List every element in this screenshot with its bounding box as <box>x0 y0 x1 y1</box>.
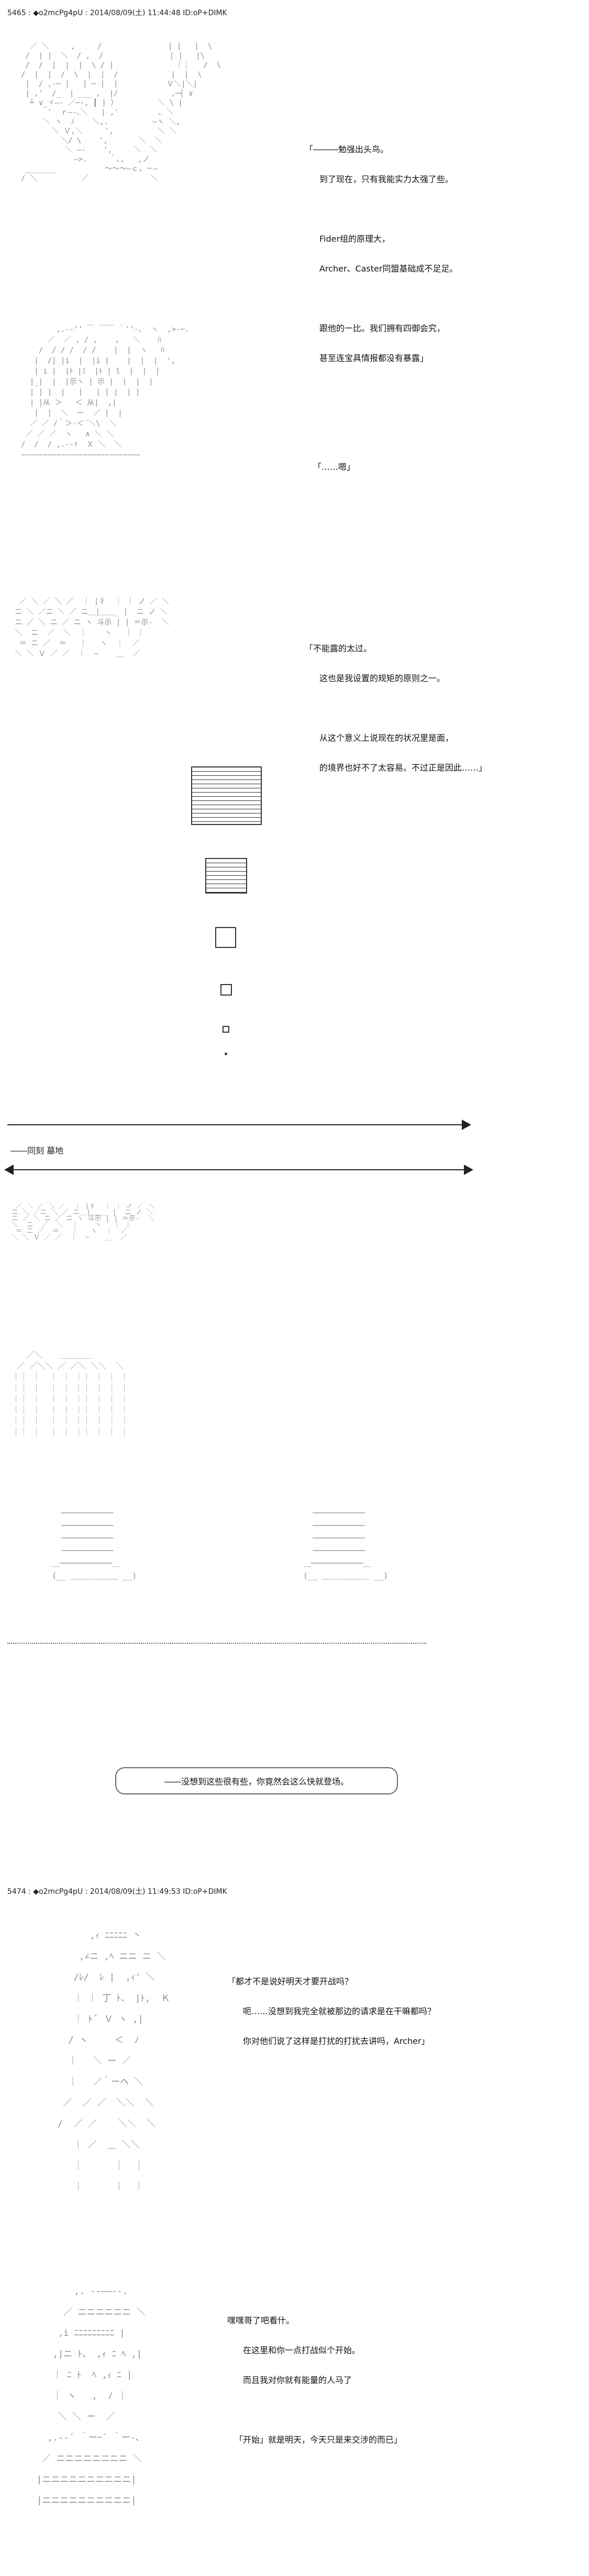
dialogue-line: 呃……没想到我完全就被那边的请求是在干嘛都吗？ <box>235 2006 436 2016</box>
dialogue-line: 嘿嘿哥了吧看什。 <box>227 2315 295 2325</box>
dialogue-line: 这也是我设置的规矩的原则之一。 <box>319 673 446 683</box>
dialogue-line: 的境界也好不了太容易。不过正是因此……」 <box>319 763 487 773</box>
post-header: 5474 : ◆o2mcPg4pU : 2014/08/09(土) 11:49:… <box>7 1888 227 1896</box>
dialogue-line: ​ <box>305 204 458 214</box>
ground-line <box>7 1643 426 1644</box>
dialogue-line: 甚至连宝具情报都没有暴露」 <box>319 353 429 363</box>
dialogue-line: 「不能露的太过。 <box>305 643 372 653</box>
fade-box <box>215 927 236 948</box>
narration-banner: ――没想到这些很有些，你竟然会这么快就登场。 <box>115 1767 398 1794</box>
dialogue-line: 「……嗯」 <box>313 462 355 472</box>
post-header: 5465 : ◆o2mcPg4pU : 2014/08/09(土) 11:44:… <box>7 9 227 17</box>
fade-box <box>191 766 262 825</box>
scene-divider-arrow-icon <box>4 1165 14 1175</box>
dialogue-line: 「开始」就是明天，今天只是来交涉的而已」 <box>235 2435 403 2445</box>
dialogue-line: ​ <box>227 2405 402 2415</box>
fade-box <box>220 984 232 996</box>
fade-box <box>223 1026 229 1033</box>
dialogue-line: 你对他们说了这样是打扰的打扰去讲吗，Archer」 <box>235 2036 430 2046</box>
fade-dot <box>225 1053 227 1055</box>
dialogue-block: 「……嗯」 <box>313 442 355 482</box>
scene-divider-arrow-icon <box>464 1165 473 1175</box>
ascii-art-gravestone: ─────────── ─────────── ─────────── ────… <box>303 1508 388 1580</box>
ascii-art-buildings: ／＼ ＿＿＿＿ ／ ／＼＼ ／ ／＼ ＼＼ ＼ ｜｜ ｜ ｜ ｜ ｜｜ ｜ ｜ … <box>12 1350 129 1437</box>
dialogue-line: 在这里和你一点打战似个开始。 <box>235 2345 361 2355</box>
fade-box <box>205 858 247 894</box>
narration-text: ――没想到这些很有些，你竟然会这么快就登场。 <box>164 1777 349 1787</box>
dialogue-line: Archer、Caster同盟基础成不足足。 <box>319 264 458 274</box>
ascii-art-character: ,ｨ ﾆﾆﾆﾆﾆ 丶 ,∠ニ ,ﾍ ニニ ニ ＼ /ﾚ/ ﾚ | ,ｨ' ＼ ｜… <box>58 1930 170 2192</box>
dialogue-line: Fider组的原理大， <box>319 234 391 244</box>
dialogue-block: 「都才不是说好明天才要开战吗？ 呃……没想到我完全就被那边的请求是在干嘛都吗？ … <box>227 1957 436 2056</box>
dialogue-line: 「―――勉强出头鸟。 <box>305 144 389 154</box>
scene-divider-line <box>14 1169 464 1170</box>
dialogue-block: 「不能露的太过。 这也是我设置的规矩的原则之一。 ​ 从这个意义上说现在的状况里… <box>305 624 487 783</box>
dialogue-line: 从这个意义上说现在的状况里是面， <box>319 733 454 743</box>
ascii-art-sky: ／ ＼ ／ ＼ ／ ｜ |彳 ｜ ｜ ノ ／ ＼ ニ ＼ ／ニ ＼ ／ ニ＿|＿… <box>11 1203 155 1241</box>
ascii-art-character: ,.-‐'' ￣ ￣￣ ｀''‐､ ヽ ,>-─. ／ ／ , / , , ＼ … <box>21 325 190 459</box>
ascii-art-character: ／ ＼ , / | | | \ / | | ＼ / , / | | |\ / /… <box>21 42 221 183</box>
ascii-art-character: ,. -‐――‐-. ／ ニニニニニニ ＼ ,i ﾆﾆﾆﾆﾆﾆﾆﾆﾆ | ,|ニ… <box>37 2286 146 2506</box>
ascii-art-character: ／ ＼ ／ ＼ ／ ｜ |彳 ｜ ｜ ノ ／ ＼ ニ ＼ ／ニ ＼ ／ ニ＿|＿… <box>15 597 169 658</box>
dialogue-line: ​ <box>305 703 487 713</box>
scene-divider-line <box>7 1124 462 1125</box>
dialogue-line: 而且我对你就有能量的人马了 <box>235 2375 352 2385</box>
dialogue-line: 「都才不是说好明天才要开战吗？ <box>227 1976 353 1986</box>
dialogue-line: 跟他的一比。我们拥有四御会究， <box>319 323 446 333</box>
scene-location-label: ――同刻 墓地 <box>10 1146 64 1156</box>
ascii-art-gravestone: ─────────── ─────────── ─────────── ────… <box>52 1508 137 1580</box>
dialogue-line: ​ <box>305 293 458 303</box>
dialogue-block: 嘿嘿哥了吧看什。 在这里和你一点打战似个开始。 而且我对你就有能量的人马了 ​ … <box>227 2296 402 2455</box>
dialogue-block: 「―――勉强出头鸟。 到了现在，只有我能实力太强了些。 ​ Fider组的原理大… <box>305 125 458 373</box>
dialogue-line: 到了现在，只有我能实力太强了些。 <box>319 174 454 184</box>
scene-divider-arrow-icon <box>462 1120 471 1130</box>
